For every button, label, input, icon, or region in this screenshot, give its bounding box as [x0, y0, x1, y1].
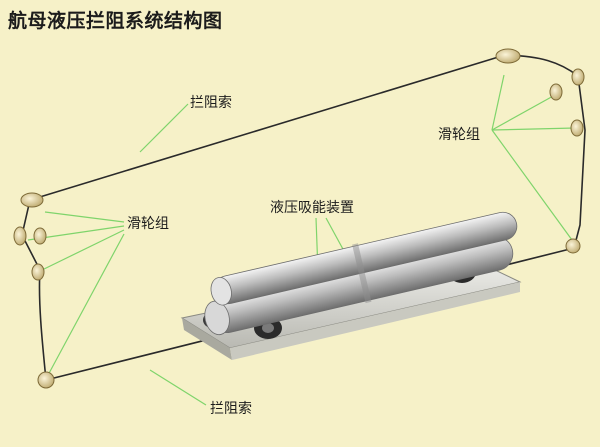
label-hydraulic-absorber: 液压吸能装置 — [270, 200, 354, 216]
pulley — [571, 68, 585, 86]
pulley — [20, 192, 44, 208]
pulley — [570, 119, 584, 137]
pulley — [33, 227, 47, 245]
label-arresting-cable-bottom: 拦阻索 — [210, 401, 252, 417]
label-pulley-group-left: 滑轮组 — [127, 216, 169, 232]
pulley-group-right — [495, 48, 585, 254]
diagram-title: 航母液压拦阻系统结构图 — [8, 10, 223, 32]
pulley — [13, 226, 27, 246]
hydraulic-absorber — [180, 211, 522, 360]
pulley — [31, 263, 45, 281]
pulley — [37, 371, 55, 389]
pulley — [565, 238, 581, 254]
pulley — [549, 83, 563, 101]
pulley-group-left — [13, 192, 55, 389]
label-pulley-group-right: 滑轮组 — [438, 127, 480, 143]
pulley — [495, 48, 521, 64]
label-arresting-cable-top: 拦阻索 — [190, 95, 232, 111]
